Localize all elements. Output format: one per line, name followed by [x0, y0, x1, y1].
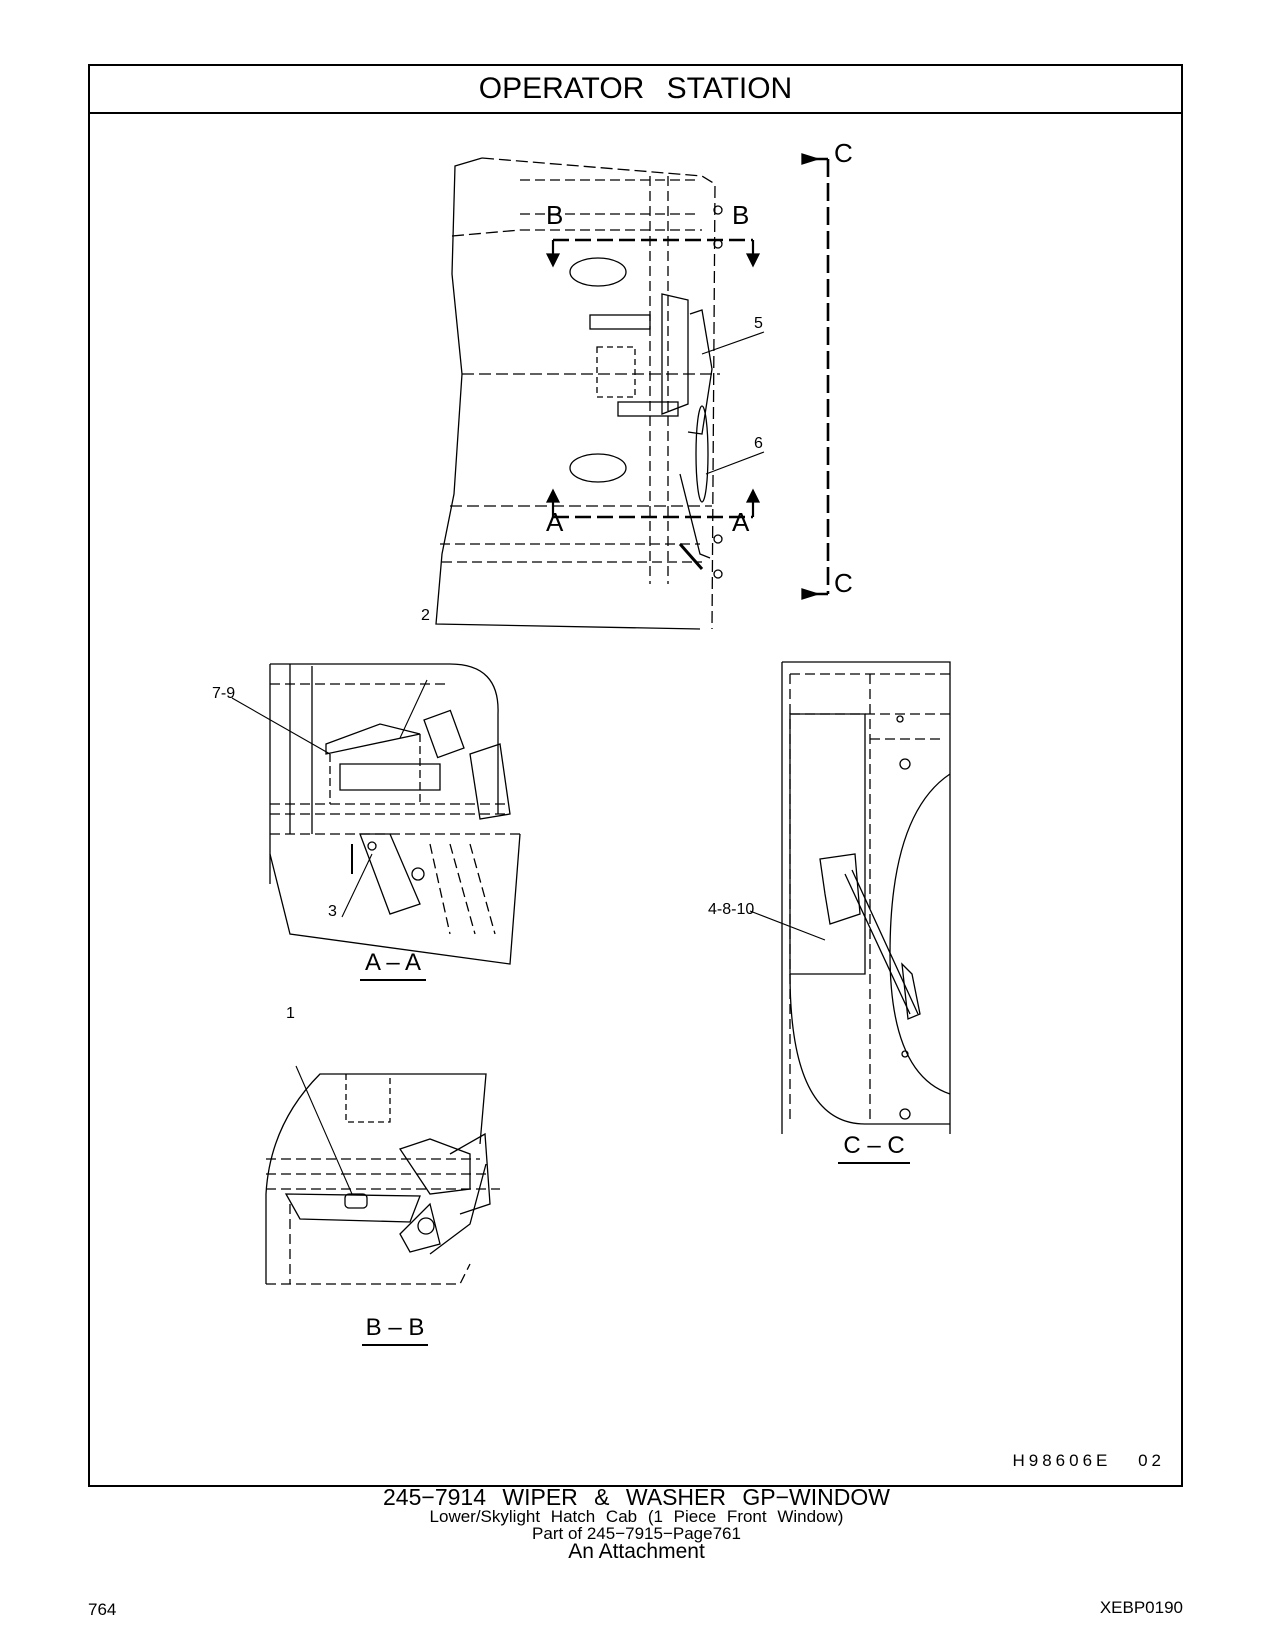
- parts-illustration: [231, 153, 951, 1285]
- caption-parent-reference: Part of 245−7915−Page761: [532, 1524, 741, 1543]
- callout-2: 2: [421, 607, 430, 624]
- view-title-c-c: C – C: [838, 1134, 910, 1164]
- caption-attachment-note: An Attachment: [568, 1540, 705, 1563]
- callout-7-9: 7-9: [212, 685, 236, 702]
- top-view-drawing: [435, 153, 830, 630]
- section-marker-b-right: B: [732, 200, 750, 230]
- section-a-a-drawing: [231, 663, 521, 965]
- figure-caption: 245−7914 WIPER & WASHER GP−WINDOW Lower/…: [0, 1484, 1273, 1563]
- section-marker-a-left: A: [546, 507, 564, 537]
- callout-6: 6: [754, 435, 763, 452]
- illustration-code: H98606E 02: [1012, 1451, 1165, 1470]
- section-marker-a-right: A: [732, 507, 750, 537]
- callout-3: 3: [328, 903, 337, 920]
- section-c-c-drawing: [749, 661, 951, 1134]
- page-number: 764: [88, 1600, 117, 1619]
- caption-part-title: 245−7914 WIPER & WASHER GP−WINDOW: [383, 1484, 890, 1510]
- section-marker-c-bottom: C: [834, 568, 853, 598]
- callout-4-8-10: 4-8-10: [708, 901, 755, 918]
- diagram-frame: OPERATOR STATION: [88, 64, 1183, 1487]
- document-code: XEBP0190: [1099, 1598, 1183, 1617]
- callout-5: 5: [754, 315, 763, 332]
- section-marker-b-left: B: [546, 200, 564, 230]
- callout-1: 1: [286, 1005, 295, 1022]
- section-marker-c-top: C: [834, 138, 853, 168]
- caption-description: Lower/Skylight Hatch Cab (1 Piece Front …: [429, 1507, 844, 1526]
- view-title-b-b: B – B: [362, 1316, 428, 1346]
- view-title-a-a: A – A: [360, 951, 426, 981]
- page-title: OPERATOR STATION: [90, 66, 1181, 114]
- section-b-b-drawing: [265, 1065, 500, 1285]
